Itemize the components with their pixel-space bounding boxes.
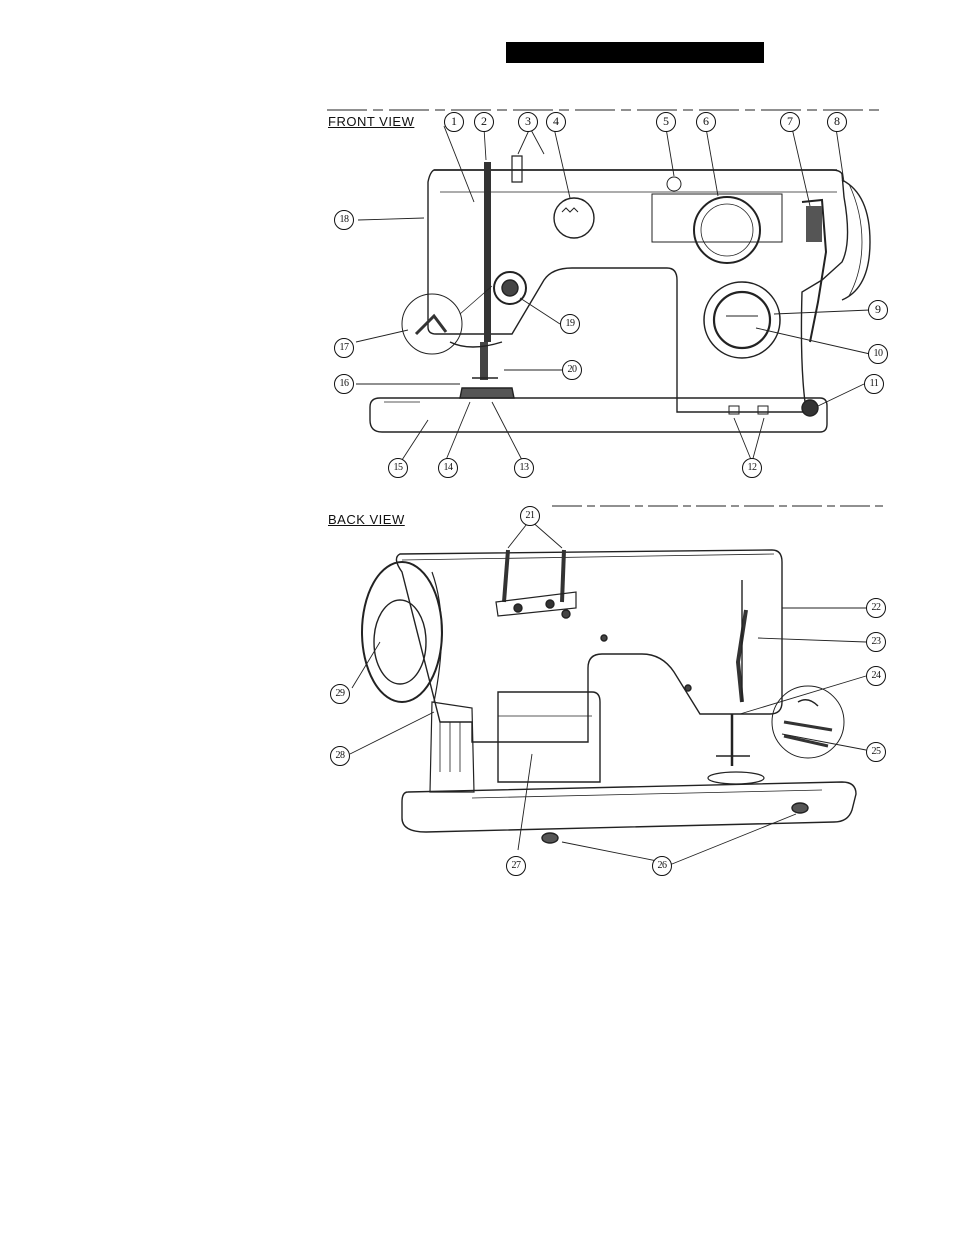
callout-25: 25 — [866, 742, 886, 762]
callout-11: 11 — [864, 374, 884, 394]
callout-16: 16 — [334, 374, 354, 394]
callout-18: 18 — [334, 210, 354, 230]
front-view-label: FRONT VIEW — [328, 114, 414, 129]
callout-14: 14 — [438, 458, 458, 478]
callout-6: 6 — [696, 112, 716, 132]
callout-23: 23 — [866, 632, 886, 652]
callout-15: 15 — [388, 458, 408, 478]
callout-19: 19 — [560, 314, 580, 334]
callout-5: 5 — [656, 112, 676, 132]
callout-21: 21 — [520, 506, 540, 526]
callout-12: 12 — [742, 458, 762, 478]
back-view-label: BACK VIEW — [328, 512, 405, 527]
callout-4: 4 — [546, 112, 566, 132]
callout-10: 10 — [868, 344, 888, 364]
callout-29: 29 — [330, 684, 350, 704]
callout-22: 22 — [866, 598, 886, 618]
callout-1: 1 — [444, 112, 464, 132]
callout-3: 3 — [518, 112, 538, 132]
callout-26: 26 — [652, 856, 672, 876]
callout-28: 28 — [330, 746, 350, 766]
callout-8: 8 — [827, 112, 847, 132]
callout-27: 27 — [506, 856, 526, 876]
front-view-drawing — [327, 110, 882, 462]
callout-2: 2 — [474, 112, 494, 132]
callout-9: 9 — [868, 300, 888, 320]
callout-24: 24 — [866, 666, 886, 686]
sewing-machine-drawing — [322, 102, 890, 882]
callout-13: 13 — [514, 458, 534, 478]
sewing-machine-figure: FRONT VIEW BACK VIEW 1 2 3 4 5 6 7 8 9 1… — [322, 102, 890, 882]
callout-20: 20 — [562, 360, 582, 380]
callout-17: 17 — [334, 338, 354, 358]
title-bar — [506, 42, 764, 63]
callout-7: 7 — [780, 112, 800, 132]
back-view-drawing — [350, 506, 887, 864]
